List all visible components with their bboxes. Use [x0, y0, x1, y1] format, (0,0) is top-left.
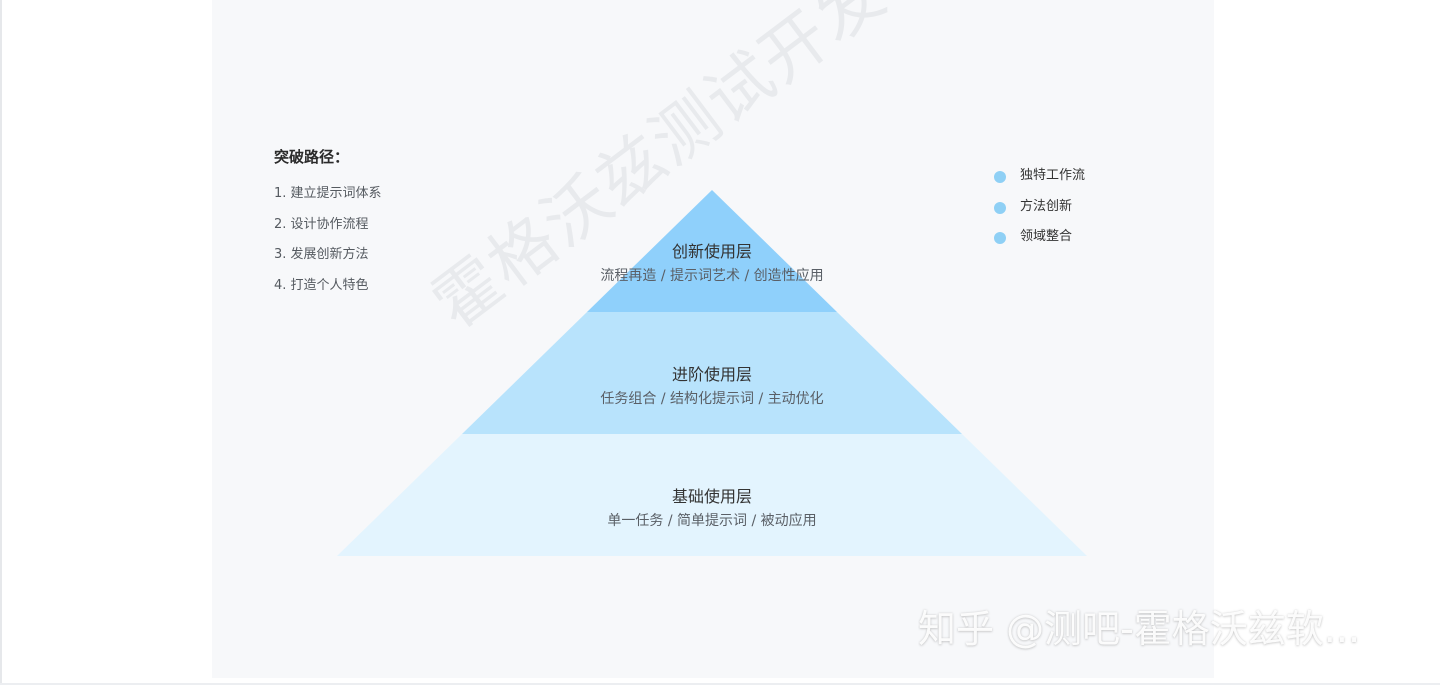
legend-dot-icon: [994, 232, 1006, 244]
legend-item: 领域整合: [994, 227, 1085, 258]
pyramid-layer-advanced: [462, 312, 962, 434]
bottom-border: [0, 683, 1440, 685]
legend-label: 方法创新: [1020, 198, 1073, 214]
legend-label: 领域整合: [1020, 229, 1073, 244]
path-item-4: 4. 打造个人特色: [274, 277, 369, 293]
layer-label-innovation: 创新使用层 流程再造 / 提示词艺术 / 创造性应用: [512, 241, 912, 286]
left-border: [0, 0, 2, 685]
pyramid-layer-innovation: [587, 190, 837, 312]
layer-desc: 任务组合 / 结构化提示词 / 主动优化: [600, 391, 824, 407]
layer-name: 基础使用层: [671, 487, 752, 506]
legend-item: 独特工作流: [994, 166, 1085, 197]
layer-name: 创新使用层: [671, 242, 752, 261]
layer-desc: 流程再造 / 提示词艺术 / 创造性应用: [600, 268, 824, 284]
path-title: 突破路径：: [274, 148, 350, 166]
legend-label: 独特工作流: [1020, 168, 1086, 183]
layer-label-advanced: 进阶使用层 任务组合 / 结构化提示词 / 主动优化: [512, 364, 912, 409]
path-item-3: 3. 发展创新方法: [274, 247, 369, 262]
layer-name: 进阶使用层: [671, 365, 752, 384]
legend-dot-icon: [994, 171, 1006, 183]
legend-item: 方法创新: [994, 197, 1085, 228]
path-item-2: 2. 设计协作流程: [274, 216, 369, 232]
pyramid-layer-base: [337, 434, 1087, 556]
path-item-1: 1. 建立提示词体系: [274, 186, 382, 201]
legend-dot-icon: [994, 201, 1006, 214]
path-list: 1. 建立提示词体系 2. 设计协作流程 3. 发展创新方法 4. 打造个人特色: [274, 184, 382, 306]
layer-label-base: 基础使用层 单一任务 / 简单提示词 / 被动应用: [512, 486, 912, 531]
layer-desc: 单一任务 / 简单提示词 / 被动应用: [607, 513, 817, 529]
legend: 独特工作流 方法创新 领域整合: [994, 166, 1085, 258]
